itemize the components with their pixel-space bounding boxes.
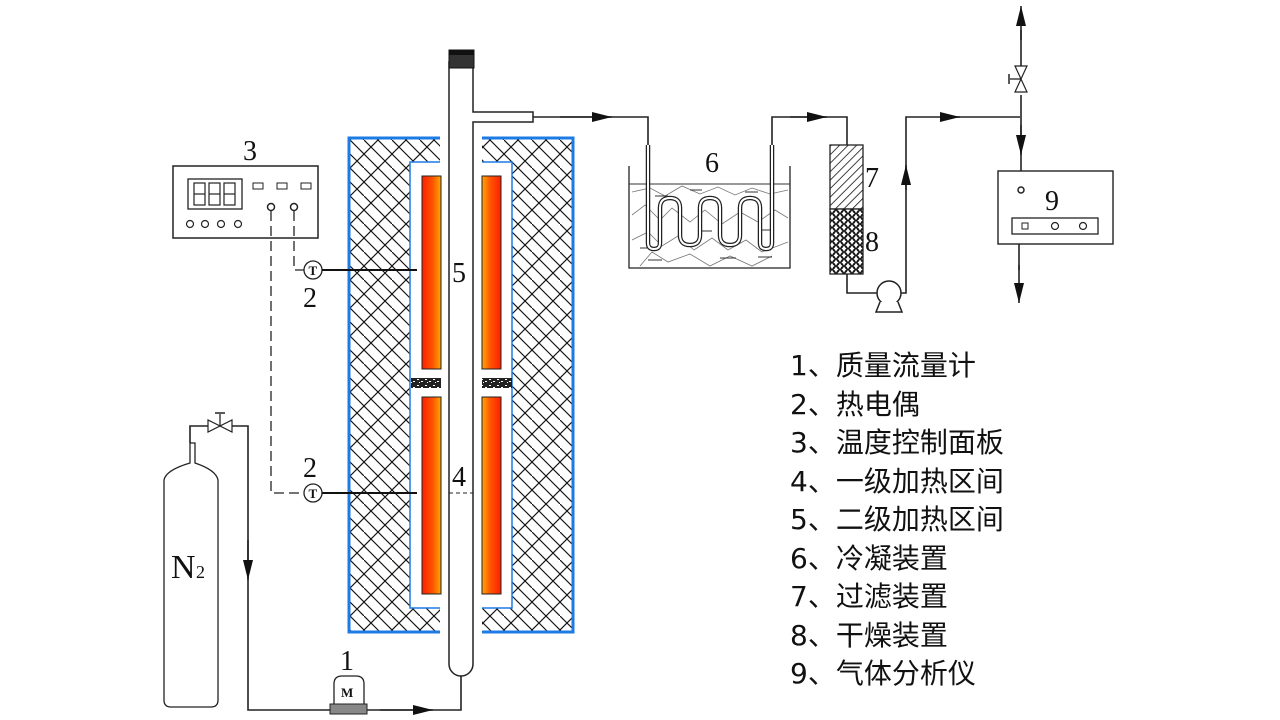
mass-flow-meter: M [329, 675, 368, 715]
n2-valve[interactable] [207, 412, 233, 433]
reactor-tube [448, 49, 534, 677]
vent-valve[interactable] [1008, 65, 1028, 93]
heater-zone2-right [481, 175, 502, 370]
thermocouple-lower-label: 2 [303, 453, 317, 484]
control-panel-label: 3 [243, 136, 257, 167]
legend-item: 4、一级加热区间 [790, 464, 1004, 498]
dryer-label: 8 [865, 227, 879, 258]
panel-button-4[interactable] [233, 219, 243, 229]
panel-indicator-2 [276, 182, 288, 190]
analyzer-label: 9 [1045, 186, 1059, 217]
panel-button-3[interactable] [216, 219, 226, 229]
analyzer-square-button[interactable] [1021, 222, 1029, 230]
panel-button-2[interactable] [200, 219, 210, 229]
panel-button-1[interactable] [185, 219, 195, 229]
legend-item: 5、二级加热区间 [790, 503, 1004, 536]
legend-item: 6、冷凝装置 [790, 541, 948, 575]
legend-item: 3、温度控制面板 [790, 426, 1004, 459]
svg-text:N: N [171, 549, 196, 586]
heater-zone2-left [421, 175, 442, 370]
thermocouple-upper: T [303, 260, 417, 280]
furnace-left-insulation [347, 136, 440, 634]
analyzer-round-button-1[interactable] [1050, 221, 1060, 231]
thermocouple-upper-label: 2 [303, 283, 317, 314]
svg-text:M: M [341, 685, 353, 700]
legend-item: 9、气体分析仪 [790, 657, 976, 690]
legend-item: 8、干燥装置 [790, 618, 948, 652]
thermocouple-lower: T [303, 483, 417, 503]
svg-text:T: T [309, 263, 318, 278]
condenser-label: 6 [705, 148, 719, 179]
zone2-label: 5 [452, 258, 466, 289]
zone-separator-right [482, 378, 512, 388]
pump [874, 280, 904, 313]
heater-zone1-right [481, 396, 502, 595]
panel-indicator-1 [252, 182, 264, 190]
legend-item: 2、热电偶 [790, 387, 920, 421]
zone1-label: 4 [452, 462, 466, 493]
analyzer-inlet [1017, 186, 1025, 194]
legend: 1、质量流量计 2、热电偶 3、温度控制面板 4、一级加热区间 5、二级加热区间… [790, 347, 1004, 694]
gas-analyzer [997, 170, 1114, 245]
temperature-control-panel[interactable] [172, 165, 319, 239]
heater-zone1-left [421, 396, 442, 595]
legend-item: 1、质量流量计 [790, 349, 976, 382]
legend-item: 7、过滤装置 [790, 580, 948, 613]
svg-text:2: 2 [196, 562, 205, 582]
filter-label: 7 [865, 163, 879, 194]
display-digits [193, 182, 236, 206]
condenser [628, 145, 791, 269]
panel-terminal-1 [266, 202, 276, 212]
analyzer-round-button-2[interactable] [1078, 221, 1088, 231]
zone-separator-left [411, 378, 441, 388]
panel-indicator-3 [300, 182, 312, 190]
dryer-unit [829, 208, 864, 275]
mass-flow-meter-label: 1 [340, 646, 354, 677]
filter-unit [829, 144, 864, 210]
n2-gas-cylinder: N 2 [163, 442, 219, 708]
svg-text:T: T [309, 486, 318, 501]
panel-terminal-2 [289, 202, 299, 212]
